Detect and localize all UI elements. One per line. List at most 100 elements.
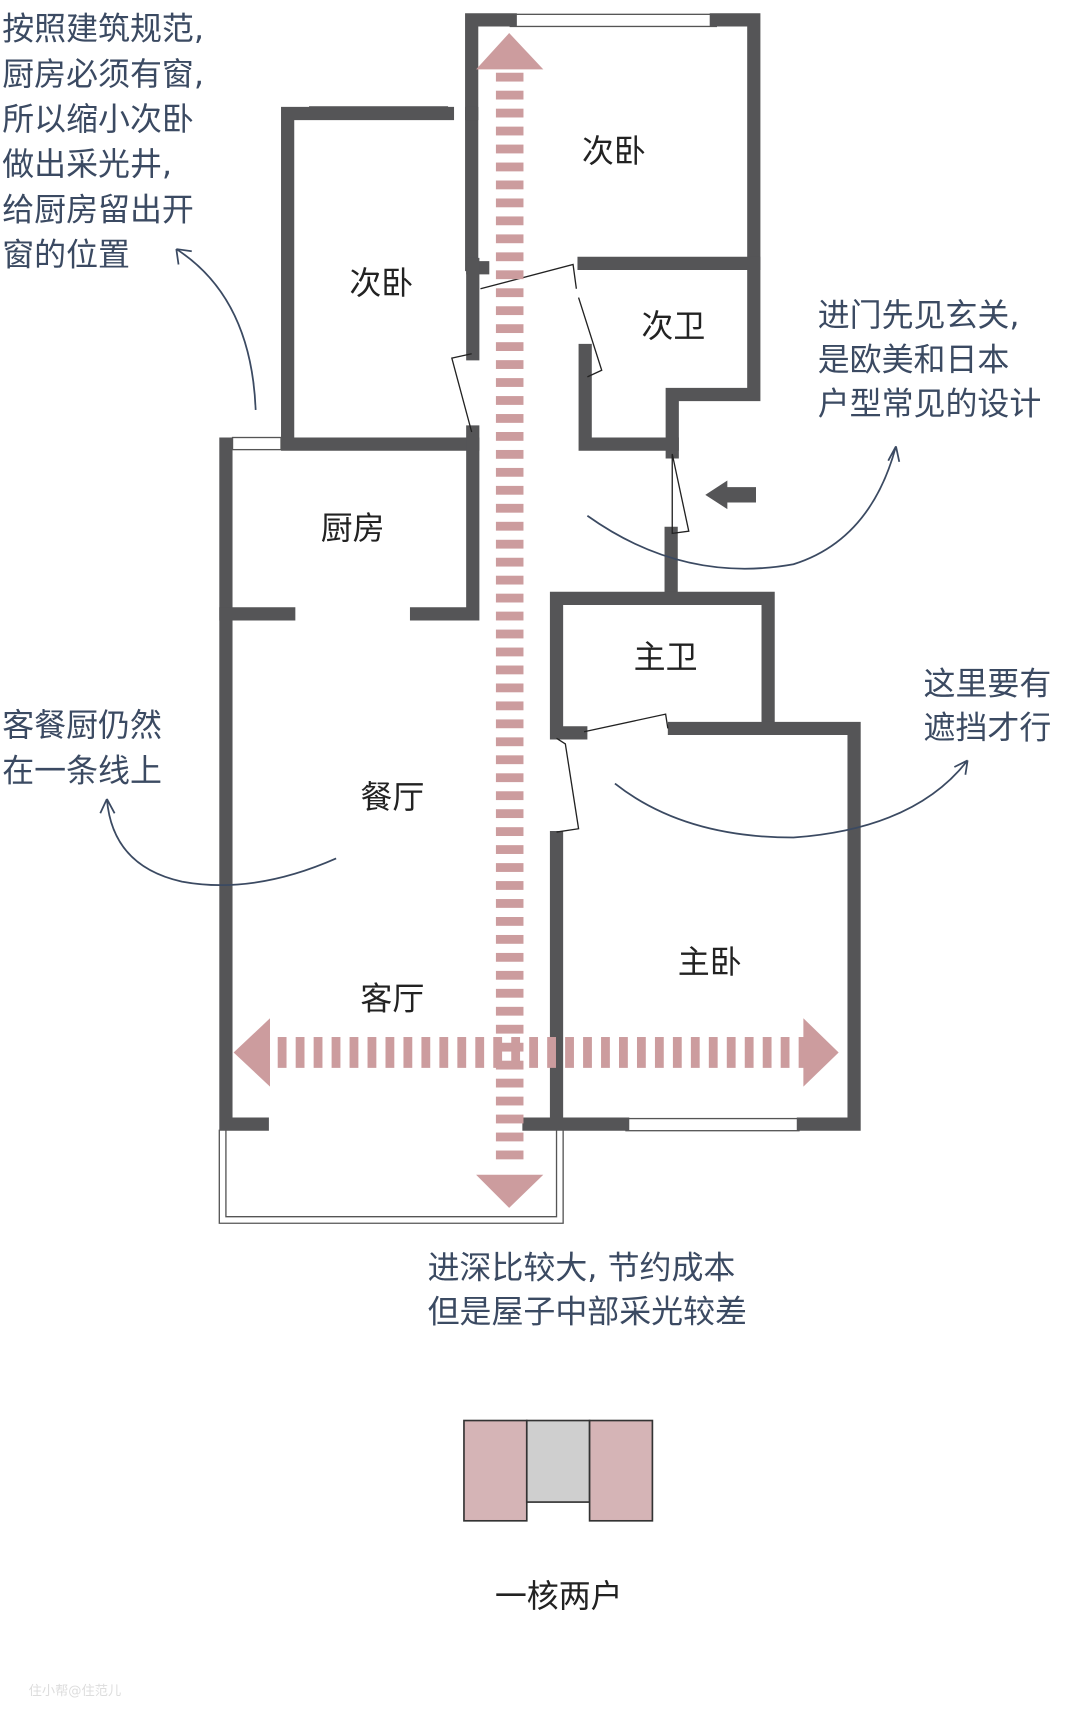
vertical-arrow-dash bbox=[495, 1060, 524, 1070]
vertical-arrow-dash bbox=[495, 683, 524, 693]
vertical-arrow-dash bbox=[495, 485, 524, 495]
arrow-head-down bbox=[476, 1174, 544, 1208]
arrow-head-up bbox=[476, 33, 544, 70]
legend-label: 一核两户 bbox=[495, 1577, 623, 1615]
vertical-arrow-dash bbox=[495, 1114, 524, 1124]
annotation-line: 但是屋子中部采光较差 bbox=[428, 1292, 747, 1330]
vertical-arrow-dash bbox=[495, 827, 524, 837]
annotation-arrow bbox=[175, 248, 257, 410]
window-kitchen bbox=[231, 436, 282, 451]
horizontal-arrow-dash bbox=[493, 1037, 503, 1068]
annotation-line: 在一条线上 bbox=[2, 751, 162, 789]
vertical-arrow-dash bbox=[495, 126, 524, 136]
vertical-arrow-dash bbox=[495, 90, 524, 100]
vertical-arrow-dash bbox=[495, 917, 524, 926]
annotation-entry: 进门先见玄关, 是欧美和日本 户型常见的设计 bbox=[586, 296, 1041, 570]
vertical-arrow-dash bbox=[495, 881, 524, 890]
doors bbox=[451, 263, 690, 833]
vertical-arrow-dash bbox=[495, 755, 524, 765]
horizontal-arrow-dash bbox=[744, 1037, 754, 1068]
vertical-arrow-dash bbox=[495, 467, 524, 477]
annotation-line: 窗的位置 bbox=[2, 236, 130, 274]
vertical-arrow-dash bbox=[495, 1042, 524, 1052]
vertical-arrow-dash bbox=[495, 1132, 524, 1142]
vertical-arrow-dash bbox=[495, 162, 524, 172]
vertical-arrow-dash bbox=[495, 701, 524, 711]
vertical-arrow-dash bbox=[495, 396, 524, 405]
vertical-arrow-dash bbox=[495, 216, 524, 226]
horizontal-arrow-dash bbox=[385, 1037, 395, 1068]
annotation-line-layout: 客餐厨仍然 在一条线上 bbox=[2, 706, 337, 886]
vertical-arrow-dash bbox=[495, 791, 524, 801]
vertical-arrow-dash bbox=[495, 378, 524, 387]
vertical-arrow-dash bbox=[495, 414, 524, 423]
vertical-arrow-dash bbox=[495, 737, 524, 747]
vertical-arrow-dash bbox=[495, 845, 524, 854]
vertical-arrow-dash bbox=[495, 863, 524, 872]
room-label-master-bath: 主卫 bbox=[634, 638, 698, 676]
horizontal-arrow-dash bbox=[654, 1037, 664, 1068]
window-top bbox=[509, 13, 717, 28]
vertical-arrow-dash bbox=[495, 988, 524, 998]
vertical-arrow-dash bbox=[495, 934, 524, 944]
vertical-arrow-dash bbox=[495, 665, 524, 675]
unit-left bbox=[463, 1419, 528, 1522]
annotation-line: 厨房必须有窗, bbox=[2, 55, 204, 93]
room-label-dining: 餐厅 bbox=[360, 778, 424, 816]
vertical-arrow-dash bbox=[495, 1006, 524, 1016]
vertical-arrow-dash bbox=[495, 970, 524, 980]
vertical-arrow-dash bbox=[495, 557, 524, 567]
circulation-arrows bbox=[233, 33, 839, 1208]
horizontal-arrow-dash bbox=[762, 1037, 772, 1068]
vertical-arrow-dash bbox=[495, 198, 524, 208]
horizontal-arrow-dash bbox=[421, 1037, 431, 1068]
horizontal-arrow-dash bbox=[547, 1037, 556, 1068]
vertical-arrow-dash bbox=[495, 1150, 524, 1160]
room-label-kitchen: 厨房 bbox=[321, 509, 385, 547]
door-master-bath bbox=[583, 713, 669, 733]
vertical-arrow-dash bbox=[495, 1078, 524, 1088]
vertical-arrow-dash bbox=[495, 144, 524, 154]
horizontal-arrow-dash bbox=[403, 1037, 413, 1068]
vertical-arrow-dash bbox=[495, 1024, 524, 1034]
annotation-line: 做出采光井, bbox=[2, 145, 172, 183]
room-label-master-bedroom: 主卧 bbox=[678, 943, 742, 981]
room-label-bedroom-top: 次卧 bbox=[582, 132, 646, 170]
annotation-depth: 进深比较大, 节约成本 但是屋子中部采光较差 bbox=[428, 1248, 747, 1330]
vertical-arrow-dash bbox=[495, 899, 524, 908]
vertical-arrow-dash bbox=[495, 432, 524, 441]
core bbox=[525, 1419, 591, 1503]
vertical-arrow-dash bbox=[495, 288, 524, 298]
vertical-arrow-dash bbox=[495, 773, 524, 783]
vertical-arrow-dash bbox=[495, 809, 524, 819]
annotation-line: 所以缩小次卧 bbox=[2, 100, 194, 138]
horizontal-arrow-dash bbox=[349, 1037, 359, 1068]
vertical-arrow-dash bbox=[495, 521, 524, 531]
vertical-arrow-dash bbox=[495, 611, 524, 621]
vertical-arrow-dash bbox=[495, 719, 524, 729]
entry-door bbox=[671, 453, 690, 535]
walls bbox=[219, 13, 861, 1131]
vertical-arrow-dash bbox=[495, 575, 524, 585]
horizontal-arrow-dash bbox=[313, 1037, 323, 1068]
vertical-arrow-dash bbox=[495, 593, 524, 603]
core-layout-legend: 一核两户 bbox=[463, 1419, 654, 1615]
annotation-arrow bbox=[614, 759, 969, 839]
annotation-line: 这里要有 bbox=[924, 664, 1052, 702]
horizontal-arrow-dash bbox=[798, 1037, 808, 1068]
horizontal-arrow-dash bbox=[690, 1037, 700, 1068]
door-second-bath bbox=[577, 297, 603, 378]
door-master-bedroom bbox=[556, 737, 580, 833]
vertical-arrow-dash bbox=[495, 270, 524, 280]
horizontal-arrow-dash bbox=[367, 1037, 377, 1068]
vertical-arrow-dash bbox=[495, 306, 524, 316]
room-label-living: 客厅 bbox=[360, 979, 424, 1017]
annotation-line: 客餐厨仍然 bbox=[2, 706, 162, 744]
vertical-arrow-dash bbox=[495, 324, 524, 334]
horizontal-arrow-dash bbox=[295, 1037, 305, 1068]
horizontal-arrow-dash bbox=[277, 1037, 287, 1068]
horizontal-arrow-dash bbox=[583, 1037, 592, 1068]
annotation-line: 进门先见玄关, bbox=[818, 296, 1020, 334]
vertical-arrow-dash bbox=[495, 503, 524, 513]
horizontal-arrow-dash bbox=[780, 1037, 790, 1068]
